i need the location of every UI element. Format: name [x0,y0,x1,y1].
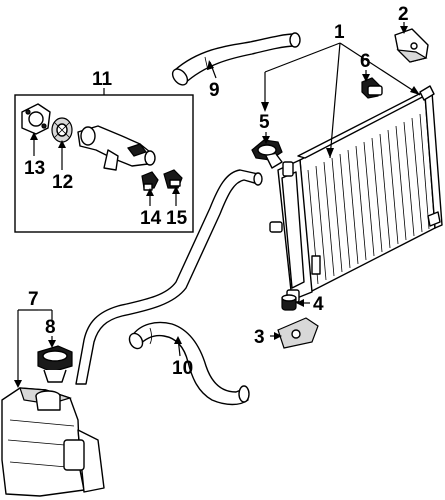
lower-radiator-hose [128,321,250,406]
housing-gasket [21,103,51,135]
temperature-sensor [141,171,159,191]
radiator [269,85,443,303]
drain-plug [361,77,383,99]
callout-1: 1 [334,22,345,43]
coolant-reservoir [1,387,105,497]
leader-arrowheads [14,26,420,388]
callout-14: 14 [140,208,162,229]
callout-12: 12 [52,172,73,193]
callout-7: 7 [28,289,39,310]
radiator-cap [251,139,283,169]
callout-2: 2 [398,4,409,25]
lower-insulator [281,294,297,311]
overflow-tube [75,169,263,385]
callout-10: 10 [172,358,193,379]
callout-3: 3 [254,327,265,348]
callout-5: 5 [259,112,270,133]
upper-radiator-hose [171,32,301,86]
callout-13: 13 [24,158,45,179]
radiator-mount-bracket [394,28,429,63]
callout-11: 11 [92,69,113,90]
callout-8: 8 [45,317,56,338]
callout-15: 15 [166,208,188,229]
water-outlet-housing [77,125,156,171]
callout-4: 4 [313,294,324,315]
lower-bracket [277,317,319,349]
callout-9: 9 [209,80,220,101]
callout-labels: 1 2 3 4 5 6 7 8 9 10 11 12 13 14 15 [24,4,409,379]
thermostat [51,117,73,143]
reservoir-cap [37,345,73,383]
callout-6: 6 [360,51,371,72]
temperature-sending-unit [163,169,183,189]
